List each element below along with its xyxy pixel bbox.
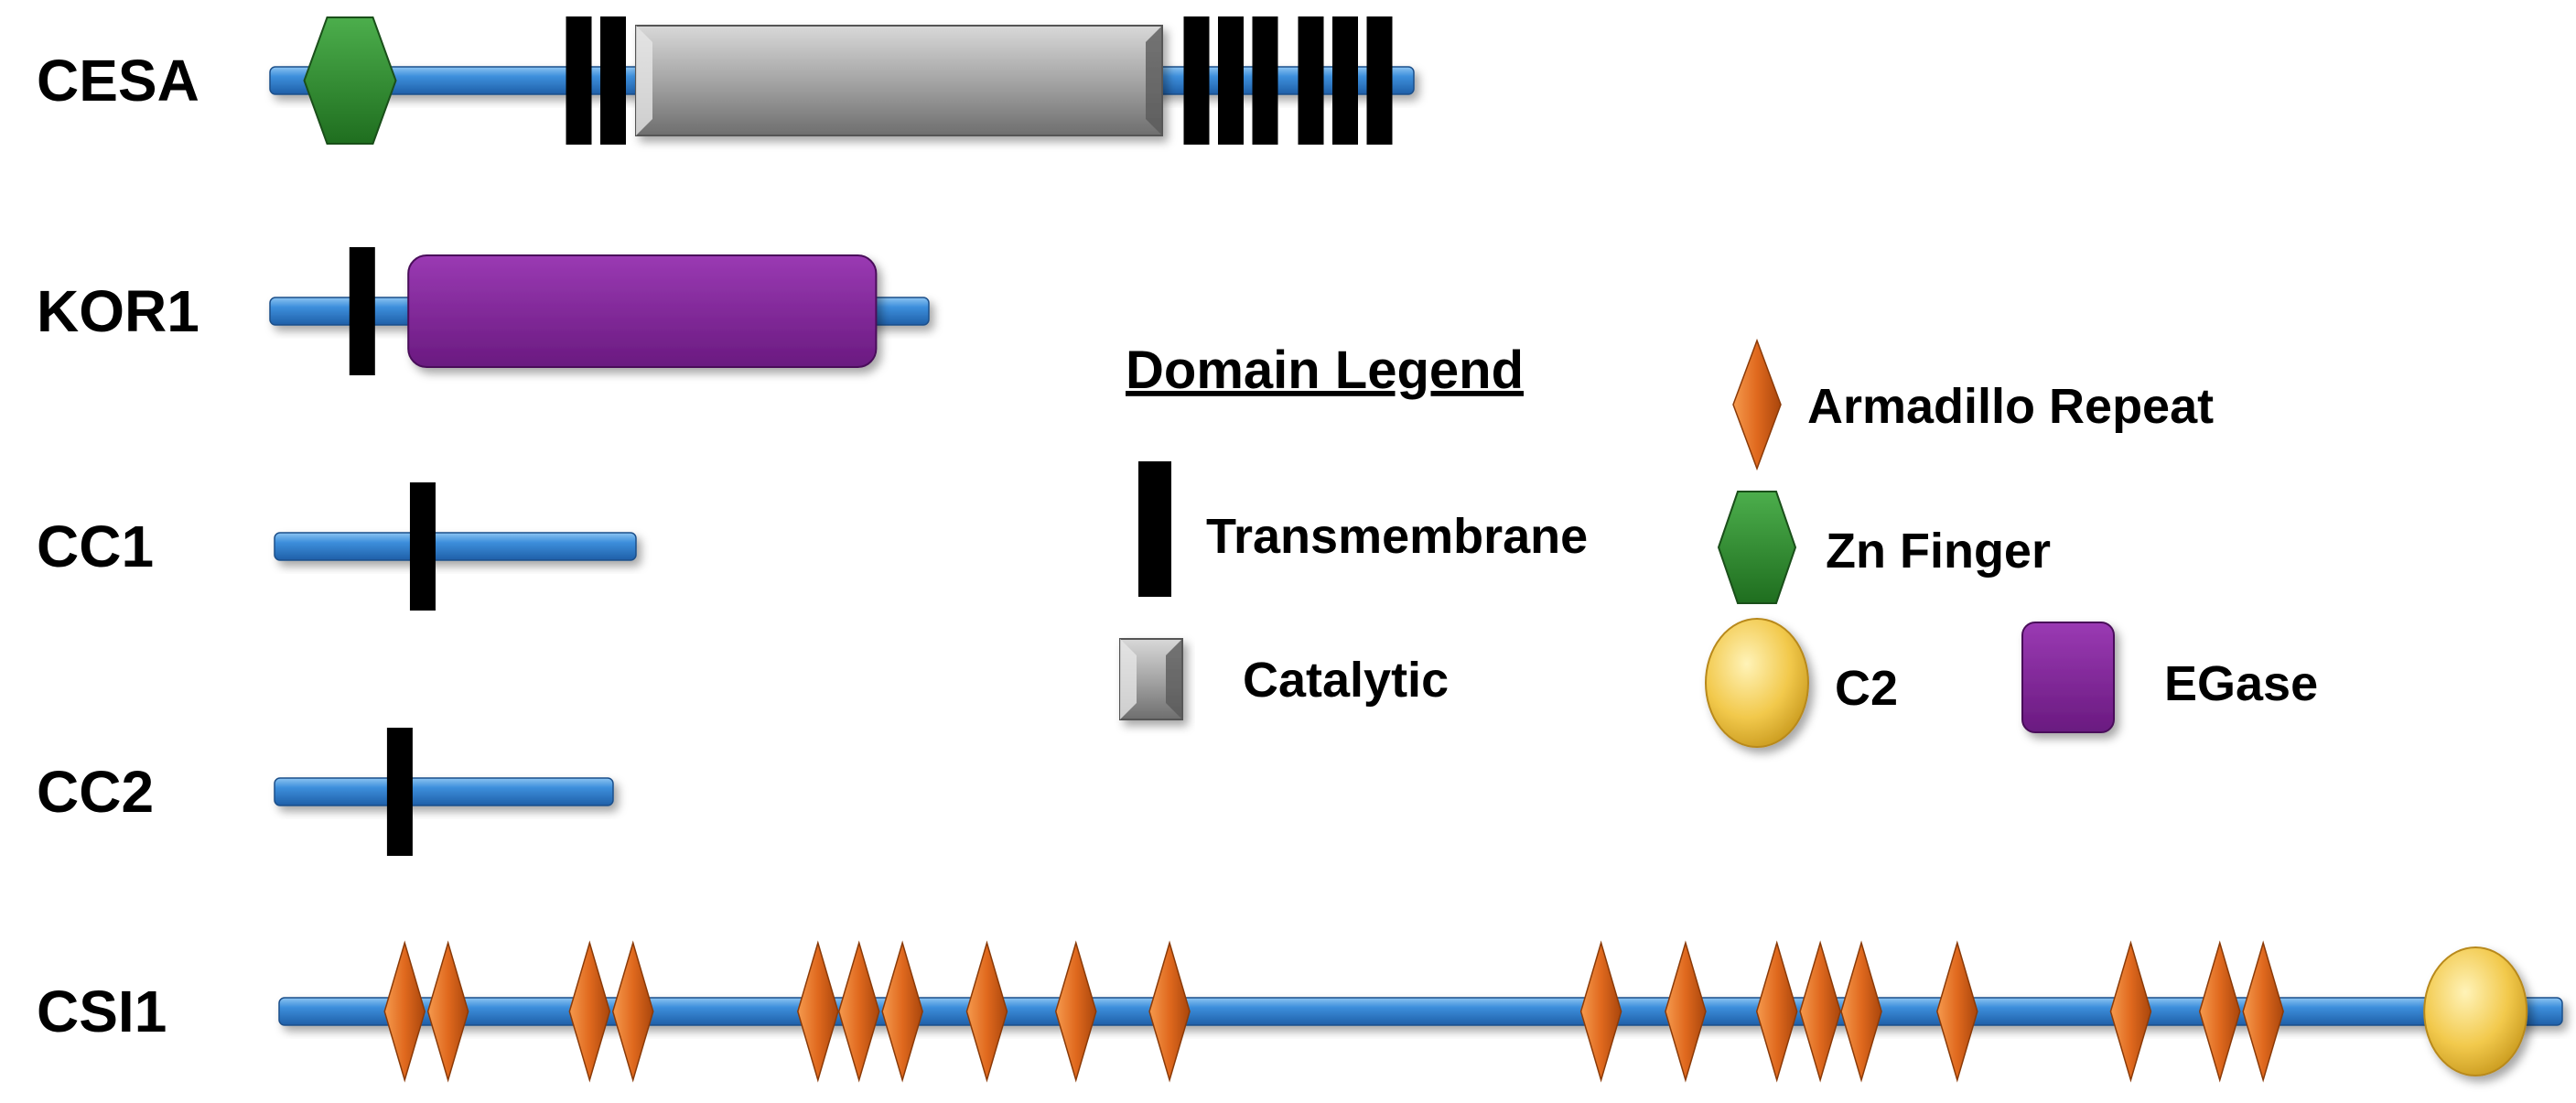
transmembrane-segment xyxy=(1218,16,1244,145)
legend-item-c2: C2 xyxy=(1705,618,1898,748)
transmembrane-segment xyxy=(409,482,436,611)
armadillo-repeat xyxy=(383,940,426,1083)
protein-label: CC1 xyxy=(37,514,154,579)
egase-swatch xyxy=(2021,622,2115,733)
armadillo-repeat xyxy=(837,940,880,1083)
transmembrane-segment xyxy=(1332,16,1358,145)
protein-label: CC2 xyxy=(37,759,154,825)
protein-backbone xyxy=(274,532,637,561)
protein-row-cesa: CESA xyxy=(37,16,1415,145)
zn-finger-swatch xyxy=(1717,491,1797,604)
c2-domain xyxy=(2423,946,2528,1076)
legend-item-zn-finger: Zn Finger xyxy=(1717,491,2051,604)
transmembrane-segment xyxy=(349,247,375,375)
legend-label: C2 xyxy=(1835,661,1898,716)
armadillo-repeat xyxy=(568,940,611,1083)
protein-label: CESA xyxy=(37,48,199,114)
armadillo-repeat xyxy=(426,940,469,1083)
protein-row-cc1: CC1 xyxy=(37,482,637,611)
armadillo-repeat xyxy=(611,940,654,1083)
protein-backbone xyxy=(274,777,614,806)
armadillo-repeat xyxy=(1840,940,1882,1083)
armadillo-repeat xyxy=(1148,940,1191,1083)
legend-item-egase: EGase xyxy=(2021,622,2318,733)
protein-label: CSI1 xyxy=(37,979,167,1044)
armadillo-repeat xyxy=(1579,940,1622,1083)
armadillo-repeat xyxy=(965,940,1008,1083)
protein-row-kor1: KOR1 xyxy=(37,247,930,375)
legend-label: Zn Finger xyxy=(1826,524,2051,579)
legend-item-catalytic: Catalytic xyxy=(1119,638,1449,720)
protein-label: KOR1 xyxy=(37,278,199,344)
armadillo-repeat xyxy=(1054,940,1097,1083)
transmembrane-segment xyxy=(1252,16,1278,145)
armadillo-repeat xyxy=(1799,940,1841,1083)
transmembrane-segment xyxy=(1298,16,1324,145)
legend-label: Catalytic xyxy=(1243,653,1449,708)
transmembrane-segment xyxy=(386,728,413,856)
transmembrane-swatch xyxy=(1138,461,1171,597)
legend-item-transmembrane: Transmembrane xyxy=(1138,461,1588,597)
transmembrane-segment xyxy=(566,16,592,145)
catalytic-domain xyxy=(635,25,1163,136)
protein-row-csi1: CSI1 xyxy=(37,940,2563,1083)
egase-domain xyxy=(407,254,878,368)
protein-row-cc2: CC2 xyxy=(37,728,614,856)
armadillo-swatch xyxy=(1732,338,1782,471)
zn-finger-domain xyxy=(303,16,397,145)
armadillo-repeat xyxy=(1665,940,1707,1083)
c2-swatch xyxy=(1705,618,1809,748)
transmembrane-segment xyxy=(1183,16,1210,145)
legend-label: Armadillo Repeat xyxy=(1807,379,2214,434)
armadillo-repeat xyxy=(2242,940,2284,1083)
legend-label: EGase xyxy=(2164,656,2318,711)
armadillo-repeat xyxy=(797,940,839,1083)
legend-title: Domain Legend xyxy=(1126,341,1524,400)
legend-item-armadillo: Armadillo Repeat xyxy=(1732,338,2214,471)
legend-label: Transmembrane xyxy=(1206,509,1588,564)
transmembrane-segment xyxy=(600,16,626,145)
transmembrane-segment xyxy=(1366,16,1393,145)
armadillo-repeat xyxy=(2109,940,2152,1083)
armadillo-repeat xyxy=(1936,940,1978,1083)
catalytic-swatch xyxy=(1119,638,1183,720)
armadillo-repeat xyxy=(1755,940,1798,1083)
armadillo-repeat xyxy=(881,940,923,1083)
armadillo-repeat xyxy=(2198,940,2241,1083)
